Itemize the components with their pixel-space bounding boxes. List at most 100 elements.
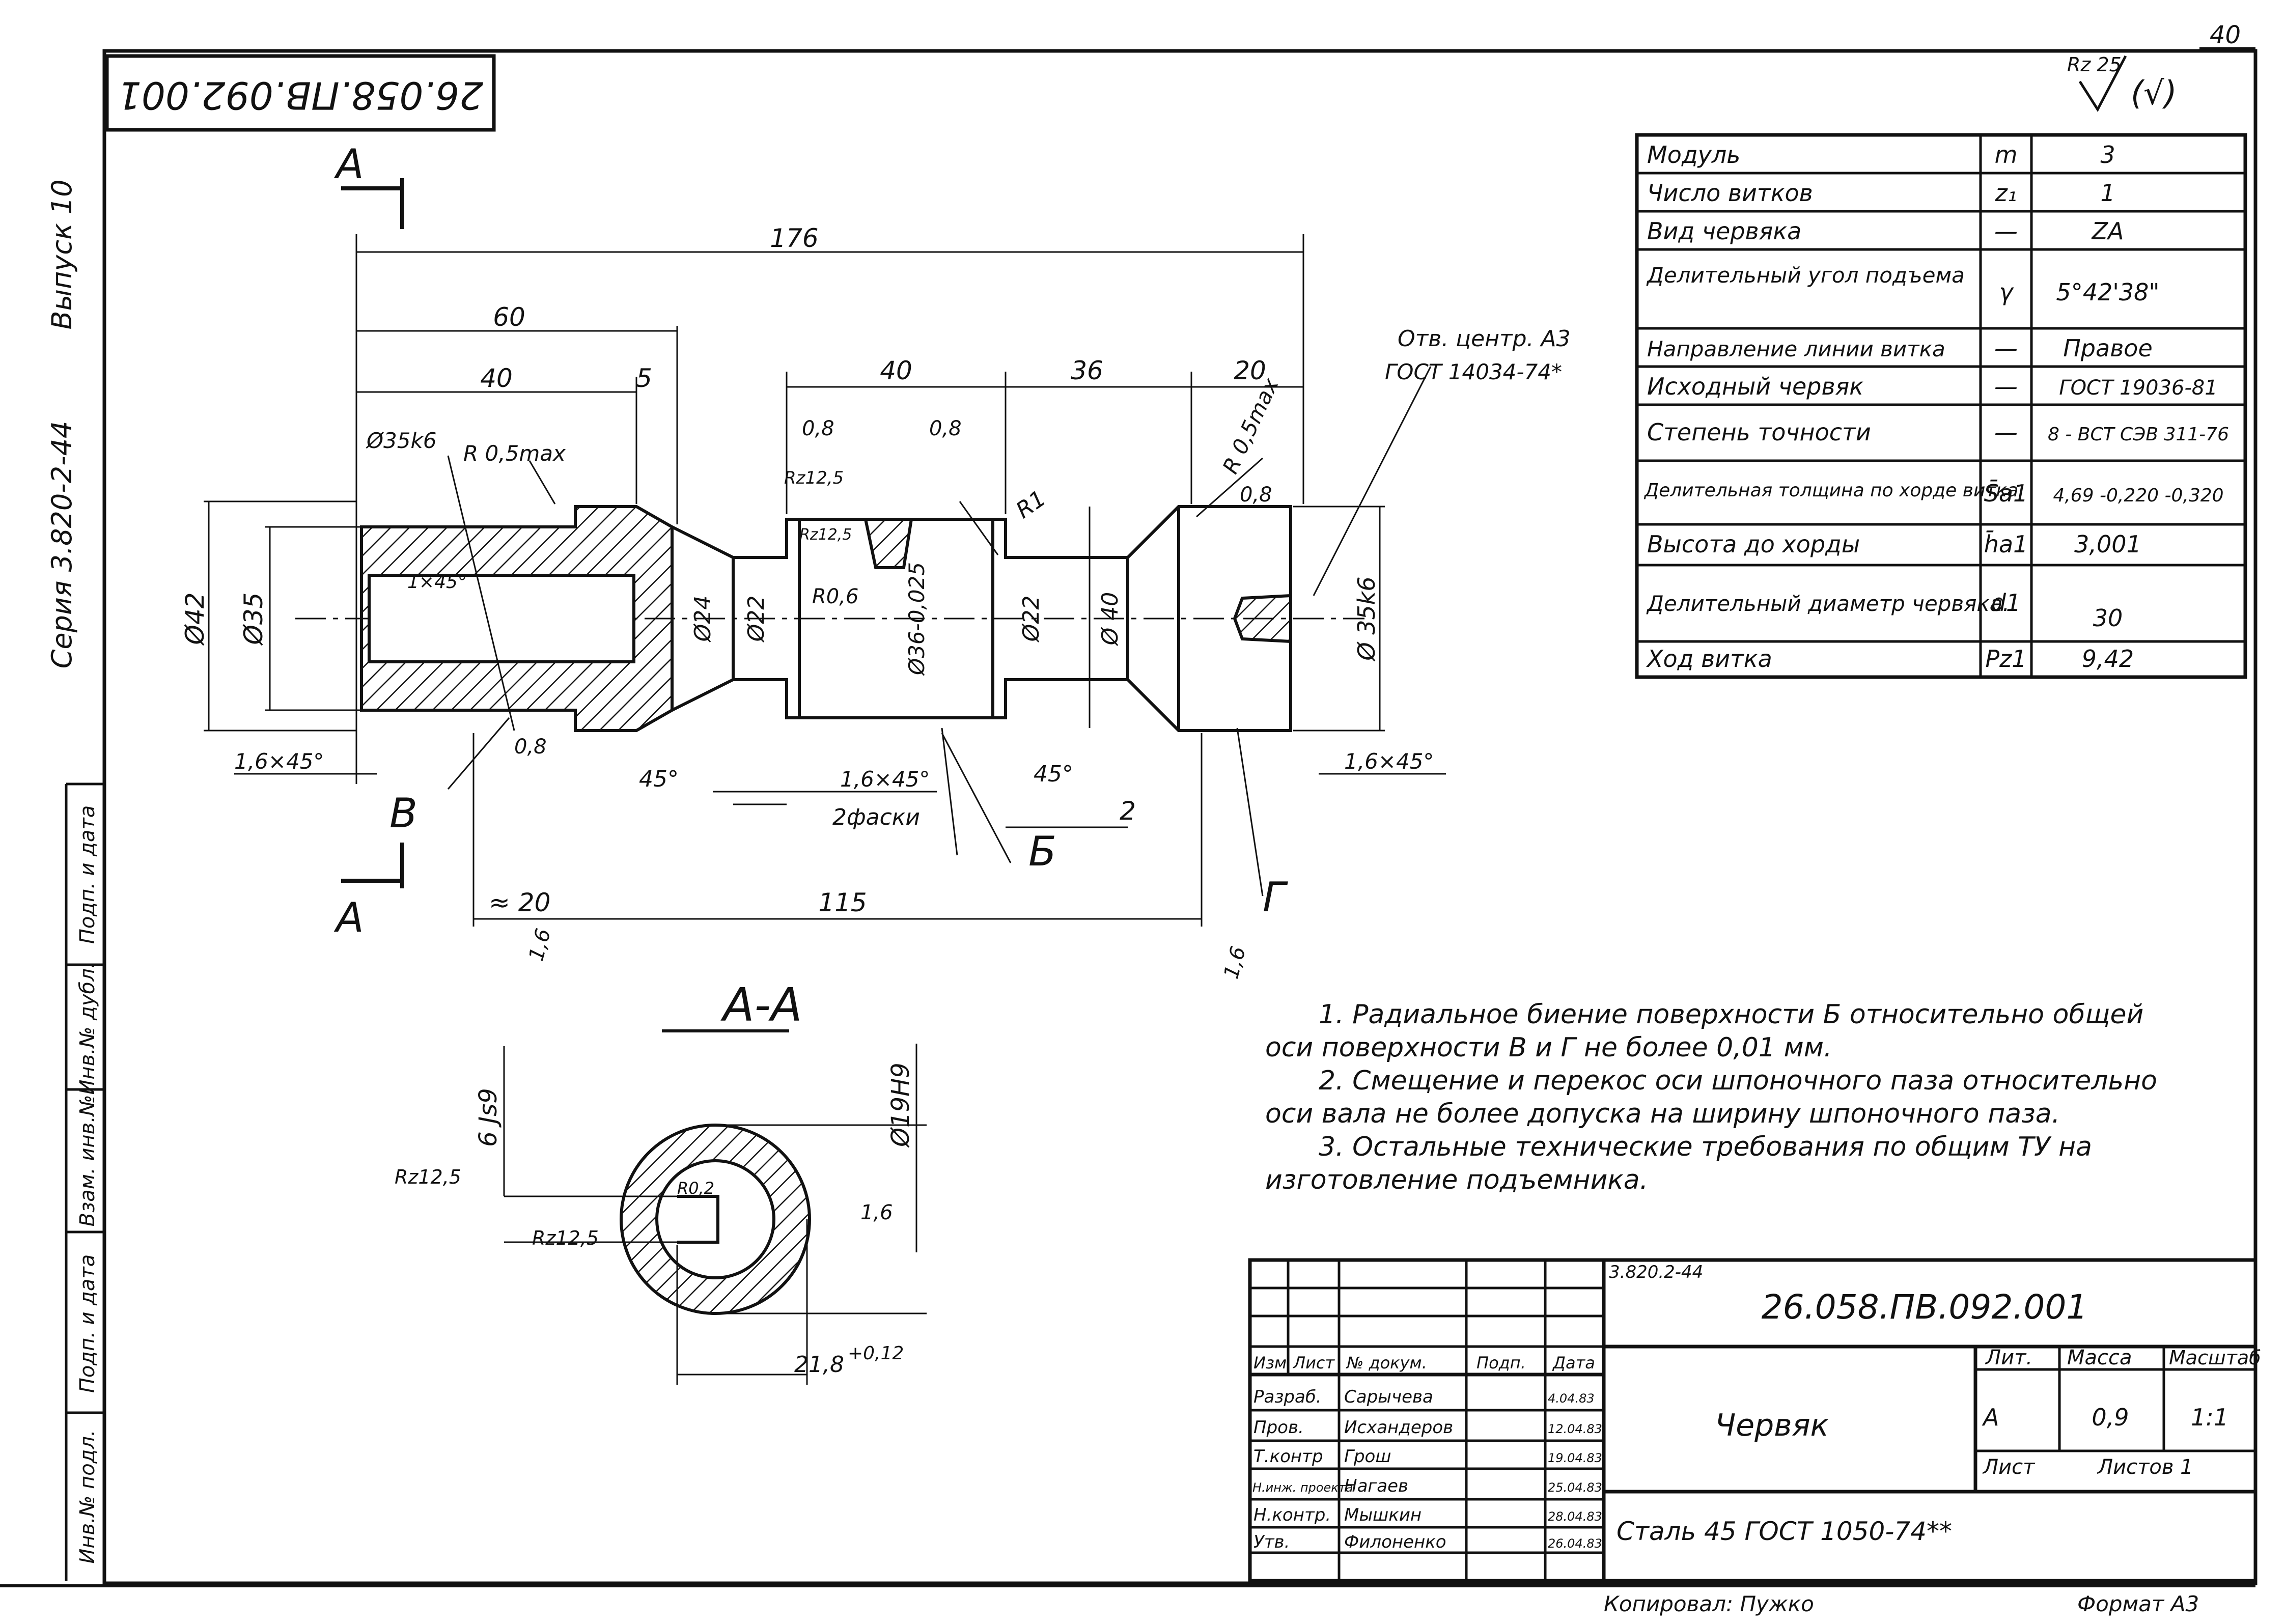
section-dims [503, 1044, 927, 1385]
dimension-texts: 176 60 40 5 40 36 20 115 ≈ 20 2 Ø35k6 R … [180, 223, 1571, 982]
tb-material: Сталь 45 ГОСТ 1050-74** [1617, 1517, 1952, 1546]
section-tol: +0,12 [848, 1343, 904, 1364]
dim-5: 5 [636, 363, 652, 393]
sheet-frame [0, 49, 2258, 1587]
param-name-4: Направление линии витка [1647, 337, 1945, 361]
tb-name: Червяк [1715, 1408, 1829, 1443]
dim-2: 2 [1120, 796, 1136, 826]
center-hole-2: ГОСТ 14034-74* [1385, 359, 1562, 384]
tb-date-5: 26.04.83 [1548, 1536, 1602, 1551]
dim-phi35k6-left: Ø35k6 [366, 428, 437, 453]
surface-letter-V: В [389, 790, 417, 837]
tb-hdr-2: № докум. [1346, 1353, 1427, 1373]
tb-mass-label: Масса [2067, 1346, 2132, 1369]
param-name-3: Делительный угол подъема [1646, 263, 1965, 288]
section-mark-bottom [341, 843, 404, 888]
dim-phi22a: Ø22 [743, 596, 769, 643]
param-name-2: Вид червяка [1647, 217, 1801, 245]
rough-08c: 0,8 [1240, 483, 1272, 507]
margin-issue: Выпуск 10 [46, 179, 78, 329]
svg-text:(√): (√) [2131, 75, 2177, 113]
section-r02: R0,2 [677, 1179, 714, 1198]
dim-approx-20: ≈ 20 [489, 888, 550, 917]
rough-08d: 0,8 [514, 735, 547, 759]
param-val-0: 3 [2100, 141, 2115, 169]
tb-person-4: Мышкин [1344, 1505, 1422, 1525]
general-roughness: Rz 25 (√) [2067, 53, 2177, 113]
margin-cell-2: Подп. и дата [76, 1254, 99, 1393]
rough-08b: 0,8 [929, 417, 962, 440]
margin-cell-3: Взам. инв.№ [76, 1095, 99, 1227]
tb-lit-value: А [1982, 1404, 1999, 1431]
dim-r1: R1 [1011, 485, 1050, 523]
section-6js9: 6 Js9 [474, 1088, 503, 1147]
section-letter-top: А [333, 141, 364, 188]
tb-hdr-0: Изм [1253, 1353, 1287, 1373]
note-line-2: оси поверхности В и Г не более 0,01 мм. [1265, 1032, 1832, 1063]
dimension-lines [204, 234, 1446, 927]
param-val-3: 5°42'38" [2056, 278, 2159, 306]
tb-person-2: Грош [1344, 1446, 1391, 1467]
param-val-2: ZA [2091, 217, 2124, 245]
dim-chamfer-mid-note: 2фаски [832, 804, 920, 830]
margin-series: Серия 3.820-2-44 [46, 421, 78, 669]
section-phi19h9: Ø19H9 [886, 1062, 915, 1148]
title-block-text: 3.820.2-44 26.058.ПВ.092.001 Червяк Стал… [1252, 1262, 2261, 1552]
param-name-9: Делительный диаметр червяка. [1646, 591, 2010, 616]
dim-chamfer-1x45: 1×45° [407, 572, 467, 593]
tb-role-2: Т.контр [1253, 1446, 1323, 1467]
rotated-stamp: 26.058.ПВ.092.001 [105, 54, 496, 132]
dim-angle-45a: 45° [639, 766, 679, 792]
rough-16a: 1,6 [524, 926, 555, 963]
tb-role-3: Н.инж. проекта [1252, 1480, 1353, 1495]
param-val-8: 3,001 [2074, 530, 2141, 558]
dim-r05max-right: R 0,5max [1218, 374, 1284, 478]
tb-scale-value: 1:1 [2191, 1404, 2228, 1431]
param-name-7: Делительная толщина по хорде витка. [1643, 480, 2024, 501]
param-val-9: 30 [2093, 604, 2123, 632]
param-name-6: Степень точности [1647, 418, 1871, 446]
section-dim: 21,8 [794, 1352, 844, 1378]
dim-phi35: Ø35 [239, 593, 268, 646]
dim-angle-45b: 45° [1034, 761, 1073, 787]
tb-lit-label: Лит. [1985, 1346, 2032, 1369]
tb-sheets-label: Листов 1 [2097, 1455, 2193, 1479]
param-sym-0: m [1995, 141, 2018, 169]
tb-role-0: Разраб. [1253, 1387, 1322, 1407]
note-line-1: 1. Радиальное биение поверхности Б относ… [1319, 999, 2143, 1030]
tb-date-1: 12.04.83 [1548, 1422, 1602, 1436]
dim-chamfer-right: 1,6×45° [1344, 749, 1434, 774]
param-sym-6: — [1994, 418, 2018, 446]
note-line-6: изготовление подъемника. [1265, 1165, 1648, 1195]
margin-cell-1: Инв.№ подл. [76, 1430, 99, 1563]
section-rz125b: Rz12,5 [532, 1227, 599, 1249]
param-val-6: 8 - BCT СЭВ 311-76 [2048, 424, 2229, 445]
section-texts: 6 Js9 Ø19H9 Rz12,5 Rz12,5 R0,2 1,6 21,8 … [395, 1062, 915, 1378]
dim-36: 36 [1071, 356, 1103, 385]
surface-letter-G: Г [1263, 874, 1288, 921]
title-block [1248, 1258, 2258, 1583]
tb-hdr-1: Лист [1293, 1353, 1335, 1373]
tb-role-5: Утв. [1253, 1532, 1290, 1552]
param-val-5: ГОСТ 19036-81 [2059, 376, 2217, 400]
tb-date-0: 4.04.83 [1548, 1391, 1595, 1406]
tb-hdr-4: Дата [1552, 1353, 1595, 1373]
param-sym-8: h̄a1 [1984, 530, 2028, 558]
tb-date-3: 25.04.83 [1548, 1480, 1602, 1495]
svg-text:Rz 25: Rz 25 [2067, 53, 2122, 76]
dim-chamfer-mid: 1,6×45° [840, 767, 930, 792]
param-val-7: 4,69 -0,220 -0,320 [2053, 485, 2223, 506]
param-table-text: Модуль m 3 Число витков z₁ 1 Вид червяка… [1643, 141, 2229, 673]
tb-date-2: 19.04.83 [1548, 1451, 1602, 1465]
dim-phi40: Ø 40 [1097, 592, 1123, 647]
param-val-1: 1 [2100, 179, 2115, 207]
side-margin [65, 782, 104, 1581]
dim-176: 176 [770, 223, 818, 253]
tb-person-5: Филоненко [1344, 1532, 1446, 1552]
dim-chamfer-left: 1,6×45° [234, 749, 324, 774]
section-letter-bottom: А [333, 894, 364, 941]
margin-cell-5: Подп. и дата [76, 805, 99, 944]
section-view [620, 1124, 811, 1315]
param-sym-5: — [1994, 373, 2018, 400]
sheet-number: 40 [2210, 21, 2241, 49]
